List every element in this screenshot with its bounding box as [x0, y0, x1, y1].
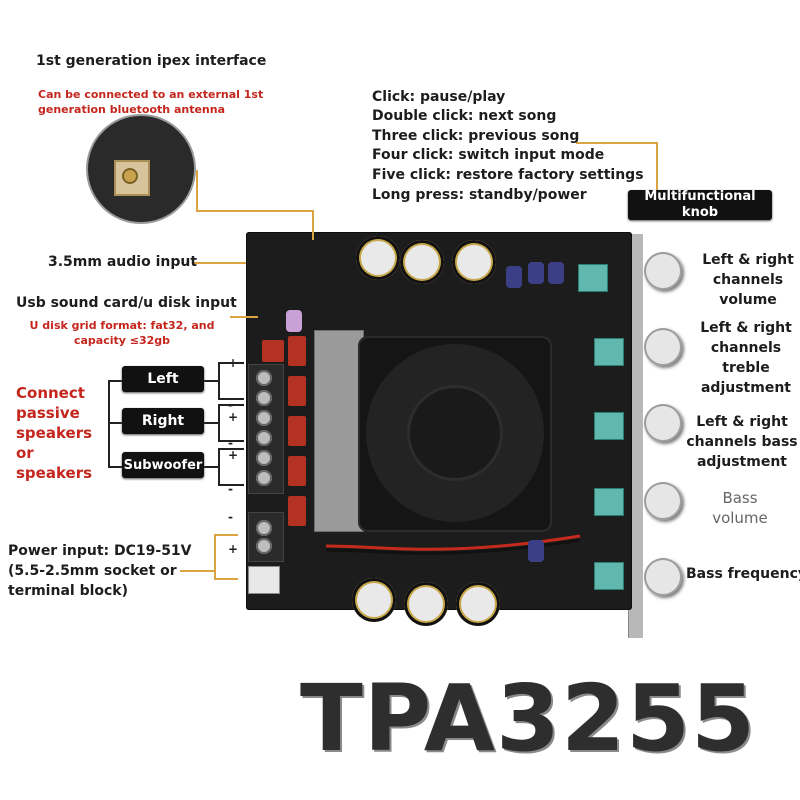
terminal-screw [256, 390, 272, 406]
bracket-line [108, 466, 122, 468]
speaker-tag-left: Left [122, 366, 204, 392]
film-capacitor [262, 340, 284, 362]
polarity-mark: + [228, 542, 239, 556]
electrolytic-capacitor [400, 240, 444, 284]
potentiometer [594, 488, 624, 516]
leader-line [656, 142, 658, 190]
electrolytic-capacitor [456, 582, 500, 626]
bracket-line [204, 422, 220, 424]
bass-volume-label: Bass volume [712, 489, 768, 527]
click-line: Four click: switch input mode [372, 147, 605, 163]
bracket-line [218, 404, 220, 442]
electrolytic-capacitor [356, 236, 400, 280]
bracket-line [218, 448, 220, 486]
multifunctional-knob-label: Multifunctional knob [628, 189, 772, 220]
leader-line [214, 534, 238, 536]
small-capacitor [506, 266, 522, 288]
bracket-line [218, 398, 244, 400]
click-line: Click: pause/play [372, 89, 506, 105]
bracket-line [218, 404, 244, 406]
fan-wire [325, 534, 581, 555]
audio-input-label: 3.5mm audio input [48, 254, 198, 270]
ipex-title: 1st generation ipex interface [36, 53, 267, 69]
small-capacitor [548, 262, 564, 284]
leader-line [312, 210, 314, 240]
potentiometer [594, 338, 624, 366]
terminal-screw [256, 450, 272, 466]
speaker-tag-subwoofer: Subwoofer [122, 452, 204, 478]
polarity-mark: - [228, 510, 233, 524]
leader-line [214, 578, 238, 580]
potentiometer [594, 562, 624, 590]
terminal-screw [256, 538, 272, 554]
film-capacitor [288, 336, 306, 366]
terminal-screw [256, 520, 272, 536]
treble-knob[interactable] [644, 328, 682, 366]
leader-line [196, 210, 314, 212]
inductor-block [314, 330, 364, 532]
bracket-line [218, 448, 244, 450]
bracket-line [204, 466, 220, 468]
usb-note: U disk grid format: fat32, and capacity … [29, 319, 215, 347]
terminal-screw [256, 370, 272, 386]
film-capacitor [288, 376, 306, 406]
bracket-line [218, 484, 244, 486]
dc-jack [248, 566, 280, 594]
click-line: Long press: standby/power [372, 187, 587, 203]
film-capacitor [288, 416, 306, 446]
bass-volume-knob[interactable] [644, 482, 682, 520]
bracket-line [108, 422, 122, 424]
bass-adjust-label: Left & right channels bass adjustment [686, 414, 798, 470]
potentiometer [594, 412, 624, 440]
usb-input-label: Usb sound card/u disk input [16, 295, 237, 311]
bracket-line [218, 362, 244, 364]
leader-line [180, 570, 214, 572]
small-capacitor [528, 262, 544, 284]
terminal-screw [256, 470, 272, 486]
connect-speakers-label: Connect passive speakers or speakers [16, 384, 93, 482]
ipex-note: Can be connected to an external 1st gene… [38, 88, 264, 116]
volume-label: Left & right channels volume [702, 252, 794, 308]
ipex-pin [124, 170, 136, 182]
product-title: TPA3255 [300, 665, 756, 772]
bracket-line [218, 440, 244, 442]
film-capacitor [288, 456, 306, 486]
bass-frequency-knob[interactable] [644, 558, 682, 596]
click-line: Three click: previous song [372, 128, 580, 144]
polarity-mark: - [228, 482, 233, 496]
leader-line [196, 170, 198, 212]
leader-line [194, 262, 246, 264]
leader-line [230, 316, 258, 318]
electrolytic-capacitor [404, 582, 448, 626]
treble-label: Left & right channels treble adjustment [700, 320, 792, 396]
polarity-mark: + [228, 448, 239, 462]
leader-line [214, 534, 216, 580]
speaker-tag-right: Right [122, 408, 204, 434]
fan-hub [410, 388, 500, 478]
small-capacitor [286, 310, 302, 332]
film-capacitor [288, 496, 306, 526]
leader-line [576, 142, 658, 144]
polarity-mark: + [228, 410, 239, 424]
click-line: Double click: next song [372, 108, 557, 124]
electrolytic-capacitor [352, 578, 396, 622]
bracket-line [218, 362, 220, 400]
click-line: Five click: restore factory settings [372, 167, 644, 183]
bracket-line [108, 380, 122, 382]
potentiometer [578, 264, 608, 292]
terminal-screw [256, 430, 272, 446]
electrolytic-capacitor [452, 240, 496, 284]
bass-knob[interactable] [644, 404, 682, 442]
terminal-screw [256, 410, 272, 426]
small-capacitor [528, 540, 544, 562]
volume-knob[interactable] [644, 252, 682, 290]
bass-frequency-label: Bass frequency [686, 566, 800, 582]
power-input-label: Power input: DC19-51V (5.5-2.5mm socket … [8, 543, 192, 599]
bracket-line [204, 380, 220, 382]
polarity-mark: - [228, 436, 233, 450]
